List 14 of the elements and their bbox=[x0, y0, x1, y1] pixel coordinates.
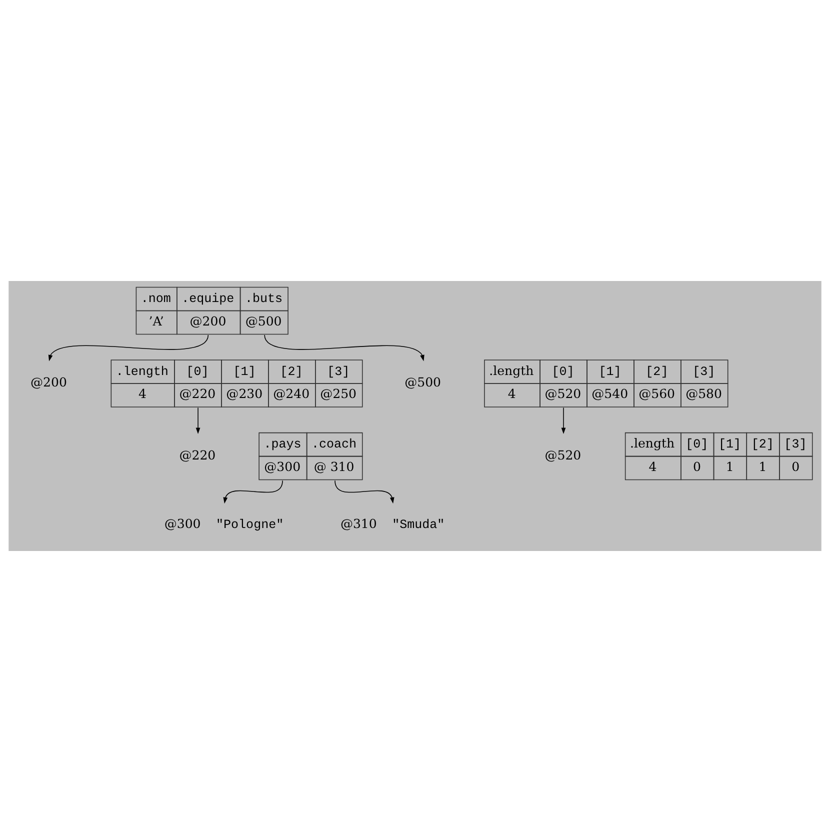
node-text: @200 bbox=[30, 374, 67, 389]
arrow bbox=[264, 334, 424, 361]
arrow bbox=[334, 480, 394, 504]
arrow bbox=[48, 334, 209, 361]
arrow bbox=[561, 406, 566, 434]
node-text: @310 bbox=[340, 516, 377, 531]
arrow bbox=[196, 406, 200, 434]
arrow bbox=[223, 480, 283, 504]
node-label: "Pologne" bbox=[216, 518, 284, 532]
node-text: @500 bbox=[404, 374, 442, 389]
node-text: @520 bbox=[544, 446, 582, 462]
node-label: "Smuda" bbox=[392, 518, 445, 532]
node-text: @220 bbox=[179, 446, 216, 462]
node-text: @300 bbox=[164, 516, 201, 531]
